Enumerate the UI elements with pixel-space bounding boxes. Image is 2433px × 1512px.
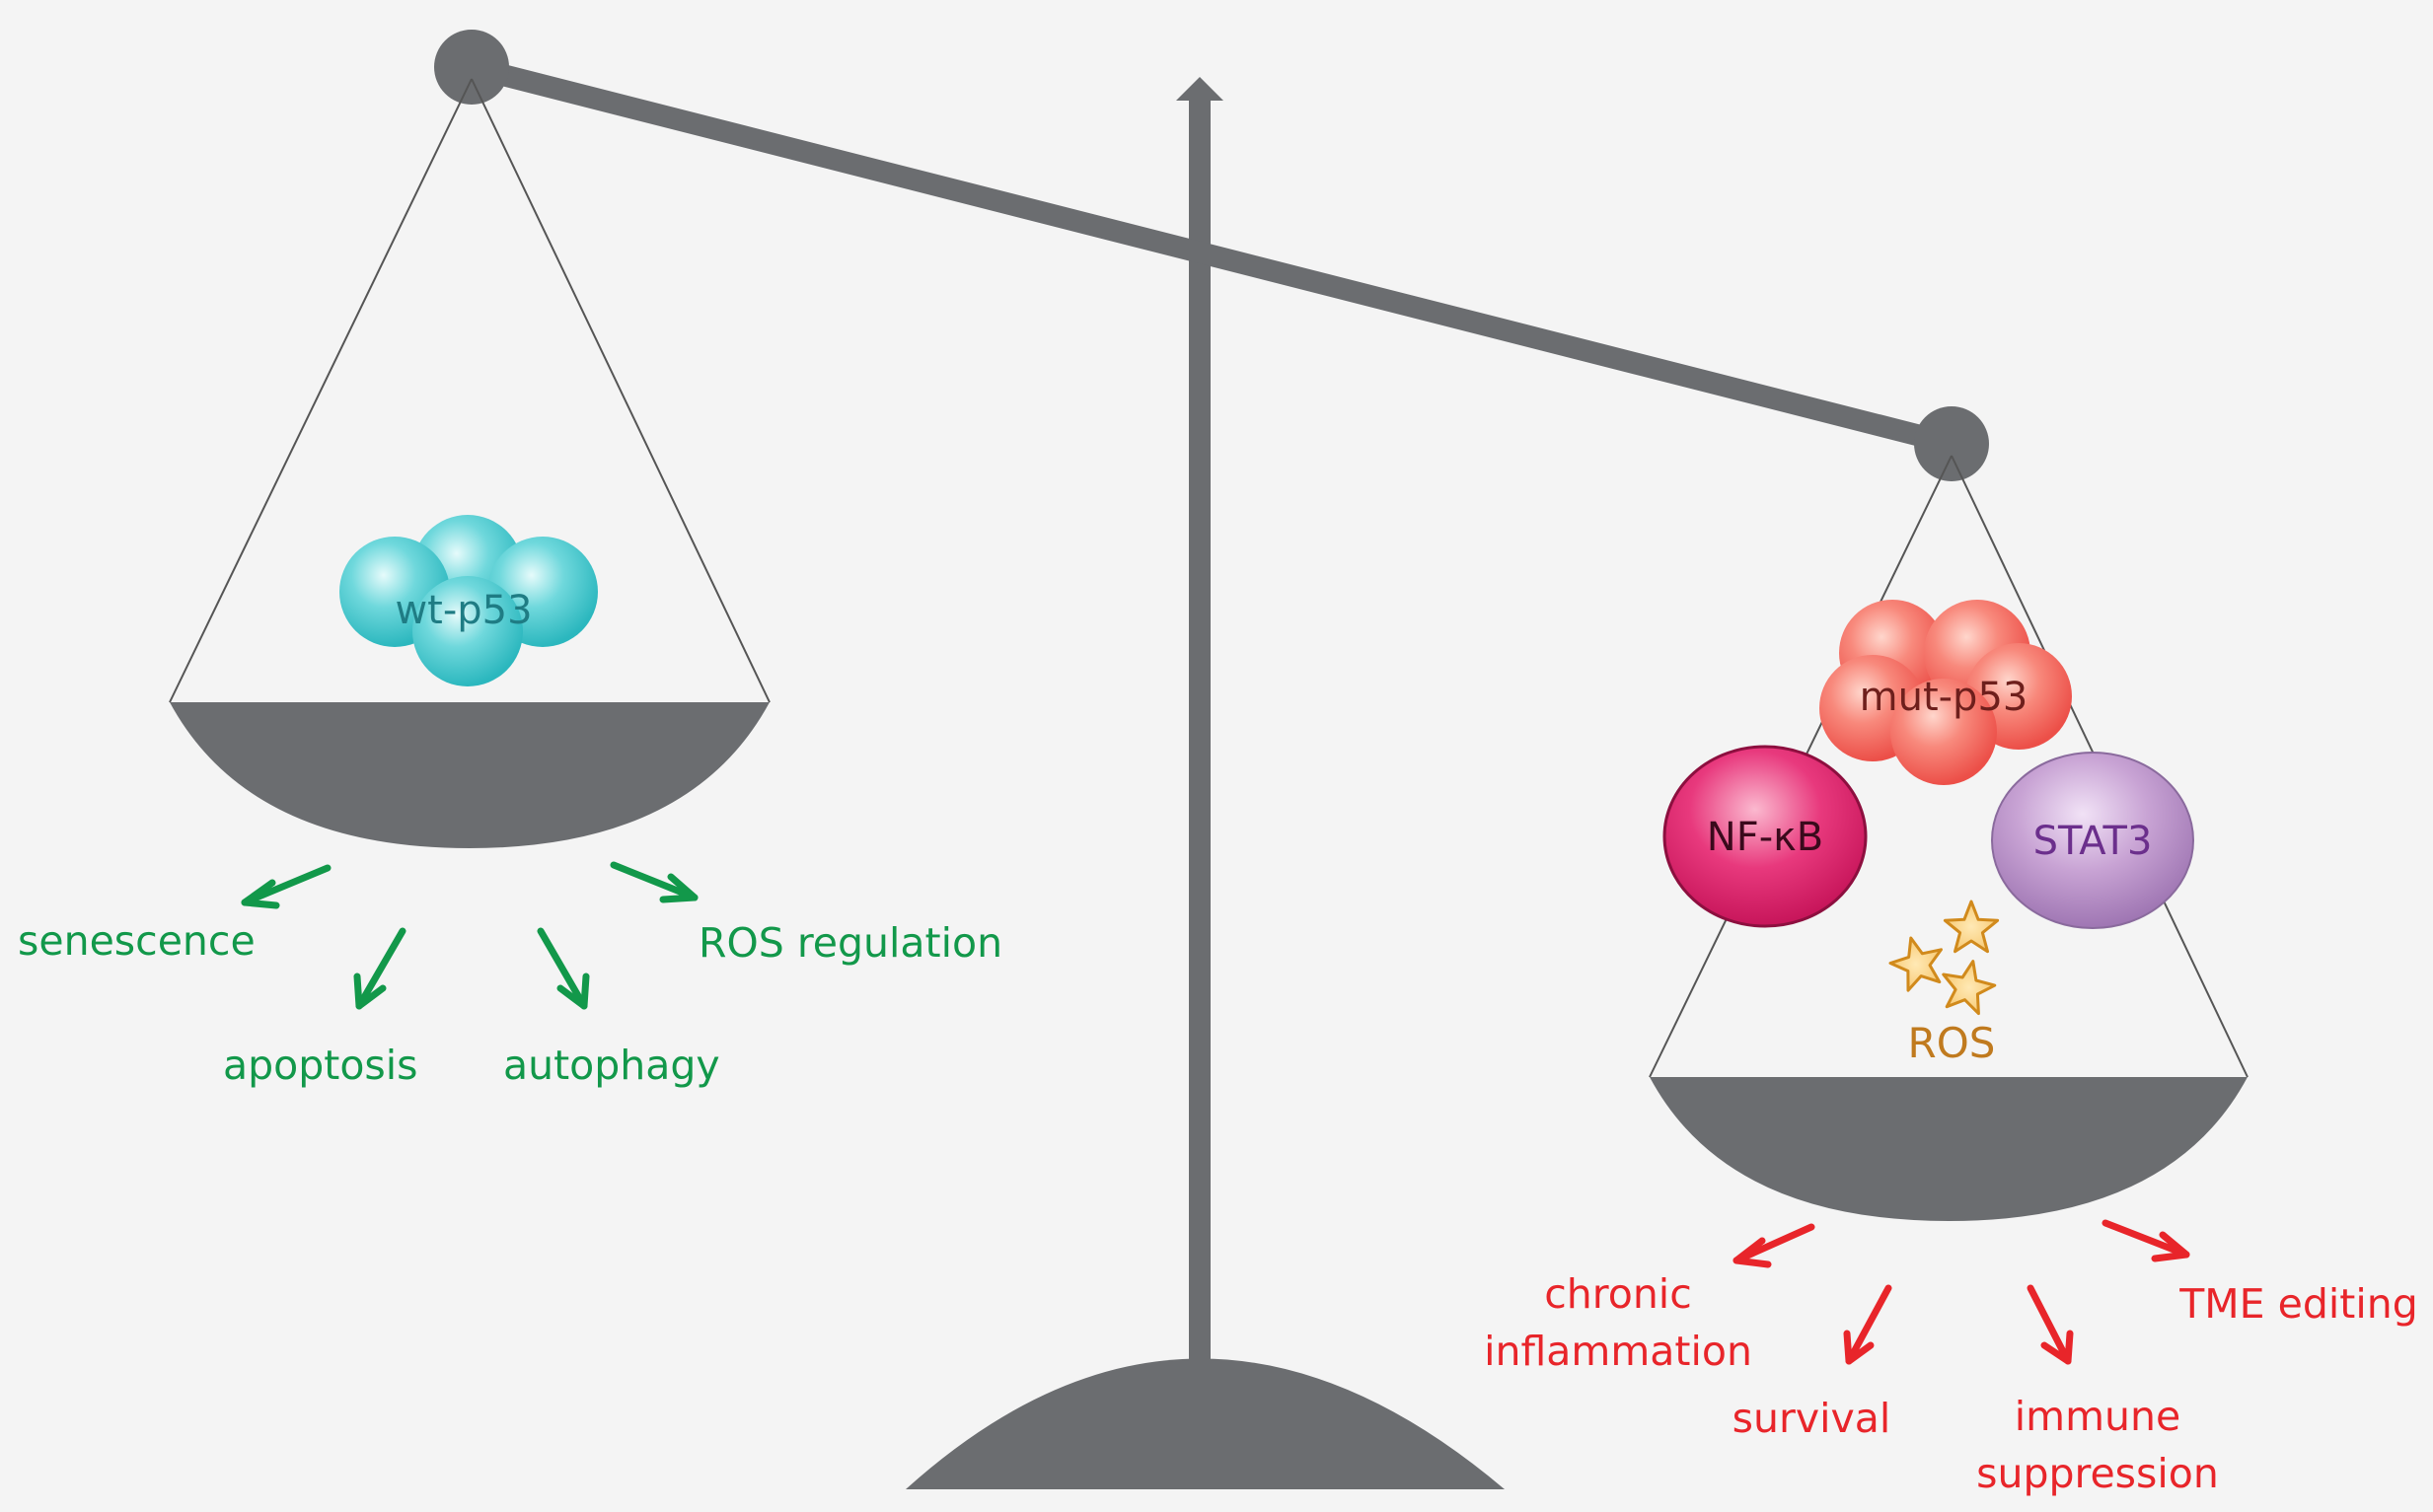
outcome-immune-line2: suppression [1976,1450,2219,1497]
outcome-immune-line1: immune [2015,1393,2180,1440]
stat3-label: STAT3 [2033,819,2153,864]
outcome-autophagy: autophagy [503,1042,720,1089]
outcome-survival: survival [1733,1395,1891,1442]
outcome-chronic-line1: chronic [1544,1270,1692,1318]
mut-p53-cluster: mut-p53 [1819,600,2072,785]
tme-editing-arrow [2101,1219,2190,1262]
autophagy-arrow [537,927,590,1010]
wt-p53-label: wt-p53 [395,588,532,633]
left-pivot-knob [434,30,509,105]
left-string-left [169,78,473,703]
nfkb-label: NF-κB [1707,815,1823,860]
scale-pole [1189,99,1211,1381]
senescence-arrow [241,864,332,909]
scale-pole-arrowhead [1176,77,1223,101]
scale-beam [461,56,1962,455]
ros-star-icon [1942,960,1997,1016]
nfkb-factor: NF-κB [1662,745,1868,928]
wt-p53-cluster: wt-p53 [339,515,598,686]
left-string-right [471,78,771,703]
ros-label: ROS [1908,1019,1996,1067]
right-pivot-knob [1914,406,1989,481]
outcome-chronic-line2: inflammation [1484,1328,1752,1375]
apoptosis-arrow [353,927,406,1010]
ros-stars [1888,900,2000,1016]
left-outcome-arrows [241,861,699,1010]
immune-suppression-arrow [2027,1284,2074,1365]
outcome-tme-editing: TME editing [2178,1280,2417,1328]
left-pan [170,702,770,848]
right-pan [1650,1077,2248,1221]
right-outcome-arrows [1733,1219,2190,1365]
ros-star-icon [1888,936,1943,992]
outcome-apoptosis: apoptosis [223,1042,418,1089]
scale-base [906,1358,1505,1489]
stat3-factor: STAT3 [1991,752,2194,929]
chronic-inflammation-arrow [1733,1223,1815,1268]
outcome-ros-regulation: ROS regulation [699,919,1002,967]
mut-p53-label: mut-p53 [1860,675,2028,720]
outcome-senescence: senescence [18,917,256,965]
ros-star-icon [1943,900,2000,954]
survival-arrow [1843,1284,1892,1365]
ros-regulation-arrow [610,861,699,903]
